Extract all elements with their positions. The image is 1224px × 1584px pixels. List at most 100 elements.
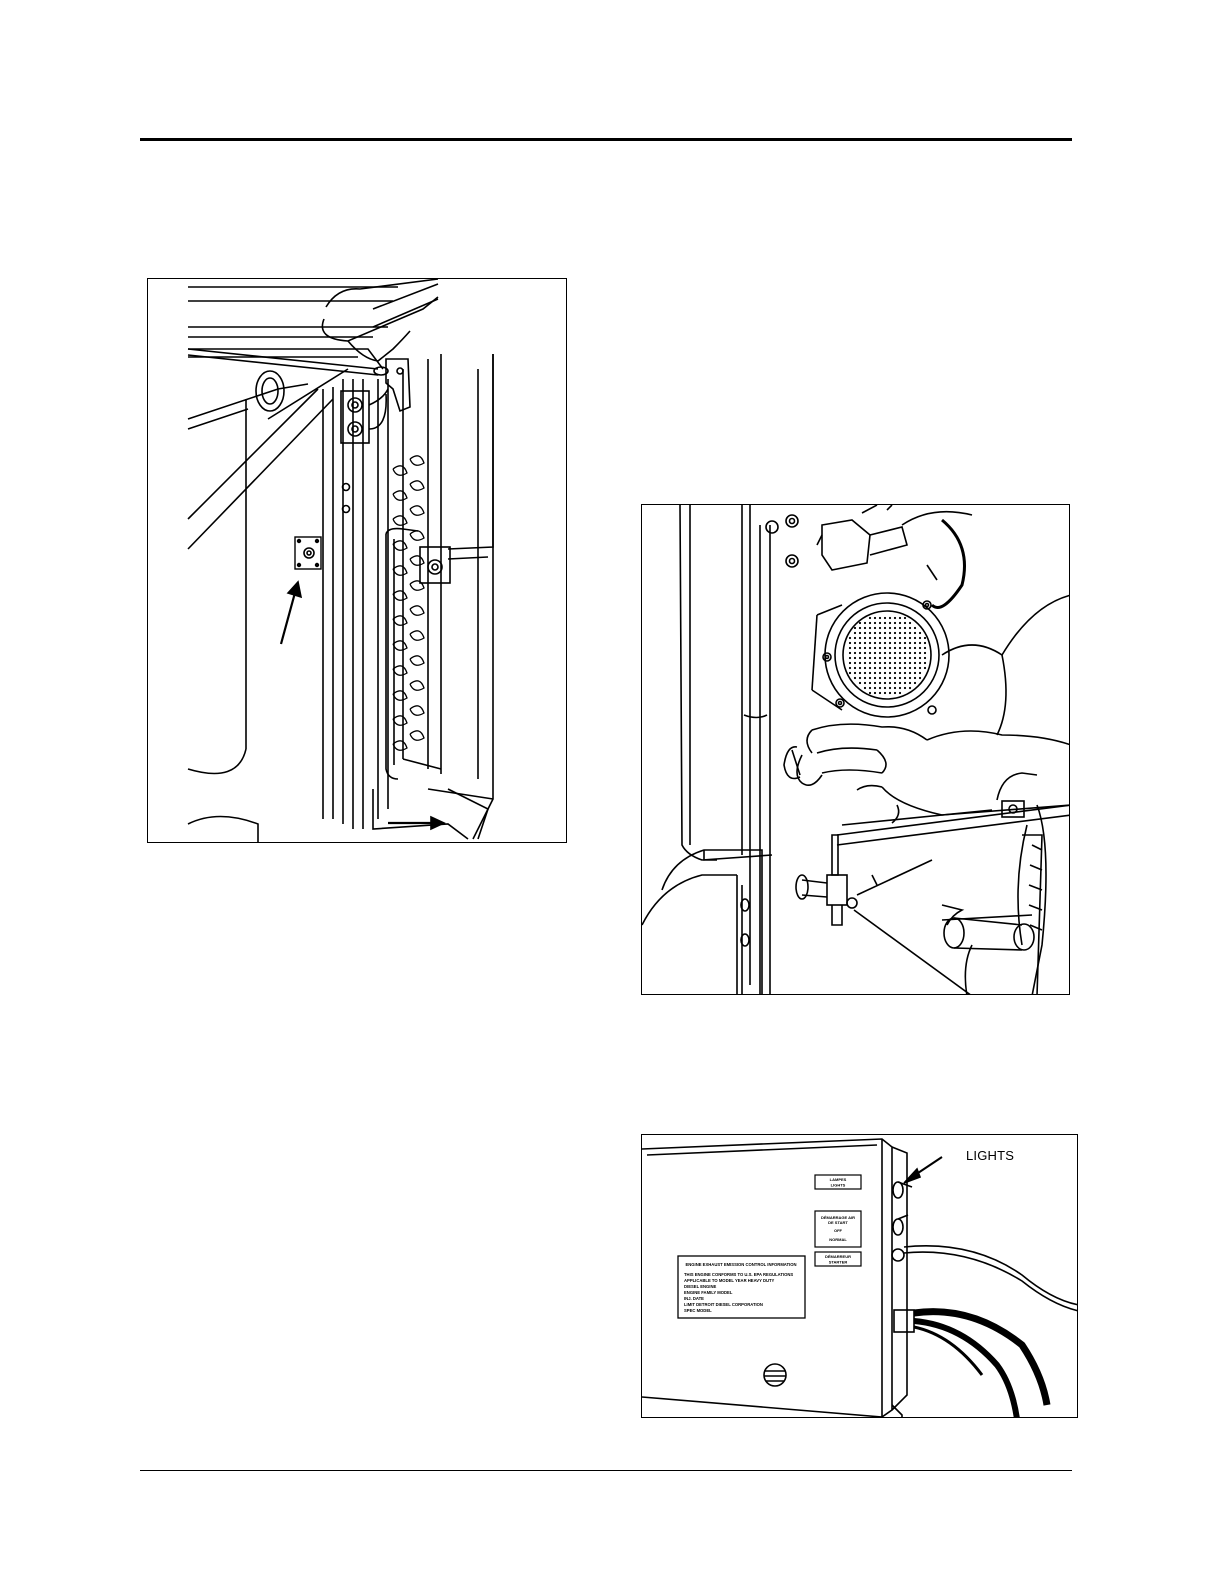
grille-dot	[889, 657, 891, 659]
grille-dot	[874, 672, 876, 674]
label-demarreur: DÉMARREUR	[825, 1254, 851, 1259]
grille-dot	[889, 652, 891, 654]
plate-line: THIS ENGINE CONFORMS TO U.S. EPA REGULAT…	[684, 1272, 793, 1277]
grille-dot	[859, 662, 861, 664]
grille-dot	[849, 637, 851, 639]
grille-dot	[854, 652, 856, 654]
grille-dot	[884, 617, 886, 619]
grille-dot	[874, 617, 876, 619]
grille-dot	[879, 677, 881, 679]
grille-dot	[894, 637, 896, 639]
grille-dot	[859, 682, 861, 684]
grille-dot	[874, 637, 876, 639]
grille-dot	[924, 662, 926, 664]
grille-dot	[879, 642, 881, 644]
grille-dot	[849, 667, 851, 669]
grille-dot	[904, 622, 906, 624]
grille-dot	[904, 667, 906, 669]
grille-dot	[904, 652, 906, 654]
grille-dot	[859, 652, 861, 654]
grille-dot	[889, 622, 891, 624]
grille-dot	[884, 667, 886, 669]
grille-dot	[914, 627, 916, 629]
grille-dot	[849, 652, 851, 654]
grille-dot	[884, 682, 886, 684]
grille-dot	[914, 632, 916, 634]
grille-dot	[879, 652, 881, 654]
grille-dot	[869, 662, 871, 664]
grille-dot	[869, 637, 871, 639]
grille-dot	[904, 617, 906, 619]
grille-dot	[919, 632, 921, 634]
grille-dot	[874, 692, 876, 694]
grille-dot	[884, 672, 886, 674]
grille-dot	[904, 637, 906, 639]
grille-dot	[894, 642, 896, 644]
plate-line: INJ. DATE	[684, 1296, 704, 1301]
grille-dot	[914, 677, 916, 679]
grille-dot	[899, 672, 901, 674]
grille-dot	[894, 677, 896, 679]
plate-line: APPLICABLE TO MODEL YEAR HEAVY DUTY	[684, 1278, 775, 1283]
grille-dot	[909, 657, 911, 659]
grille-dot	[879, 637, 881, 639]
grille-dot	[859, 667, 861, 669]
grille-dot	[909, 667, 911, 669]
grille-dot	[874, 657, 876, 659]
grille-dot	[869, 622, 871, 624]
grille-dot	[894, 672, 896, 674]
grille-dot	[899, 652, 901, 654]
grille-dot	[874, 622, 876, 624]
grille-dot	[894, 687, 896, 689]
grille-dot	[909, 687, 911, 689]
grille-dot	[879, 692, 881, 694]
grille-dot	[894, 632, 896, 634]
grille-dot	[914, 652, 916, 654]
grille-dot	[914, 647, 916, 649]
grille-dot	[899, 657, 901, 659]
grille-dot	[859, 637, 861, 639]
plate-line: LIMIT DETROIT DIESEL CORPORATION	[684, 1302, 763, 1307]
grille-dot	[899, 662, 901, 664]
grille-dot	[909, 627, 911, 629]
grille-dot	[869, 642, 871, 644]
grille-dot	[884, 622, 886, 624]
grille-dot	[894, 657, 896, 659]
grille-dot	[899, 682, 901, 684]
grille-dot	[884, 627, 886, 629]
plate-line: ENGINE FAMILY MODEL	[684, 1290, 733, 1295]
grille-dot	[884, 677, 886, 679]
grille-dot	[889, 687, 891, 689]
grille-dot	[859, 632, 861, 634]
grille-dot	[899, 632, 901, 634]
grille-dot	[854, 662, 856, 664]
grille-dot	[894, 692, 896, 694]
grille-dot	[894, 622, 896, 624]
figure-control-panel-hand	[641, 504, 1070, 995]
grille-dot	[859, 647, 861, 649]
grille-dot	[874, 647, 876, 649]
grille-dot	[899, 692, 901, 694]
grille-dot	[864, 647, 866, 649]
grille-dot	[909, 637, 911, 639]
grille-dot	[849, 657, 851, 659]
grille-dot	[889, 677, 891, 679]
grille-dot	[919, 667, 921, 669]
grille-dot	[879, 662, 881, 664]
grille-dot	[904, 687, 906, 689]
grille-dot	[889, 627, 891, 629]
grille-dot	[874, 662, 876, 664]
grille-dot	[859, 622, 861, 624]
grille-dot	[919, 677, 921, 679]
figure-control-box: LAMPES LIGHTS DÉMARRAGE AIR DE START OFF…	[641, 1134, 1078, 1418]
grille-dot	[854, 667, 856, 669]
grille-dot	[864, 627, 866, 629]
grille-dot	[899, 637, 901, 639]
grille-dot	[924, 657, 926, 659]
label-de-start: DE START	[828, 1220, 848, 1225]
grille-dot	[919, 647, 921, 649]
grille-dot	[854, 632, 856, 634]
grille-dot	[864, 677, 866, 679]
grille-dot	[919, 672, 921, 674]
grille-dot	[904, 632, 906, 634]
